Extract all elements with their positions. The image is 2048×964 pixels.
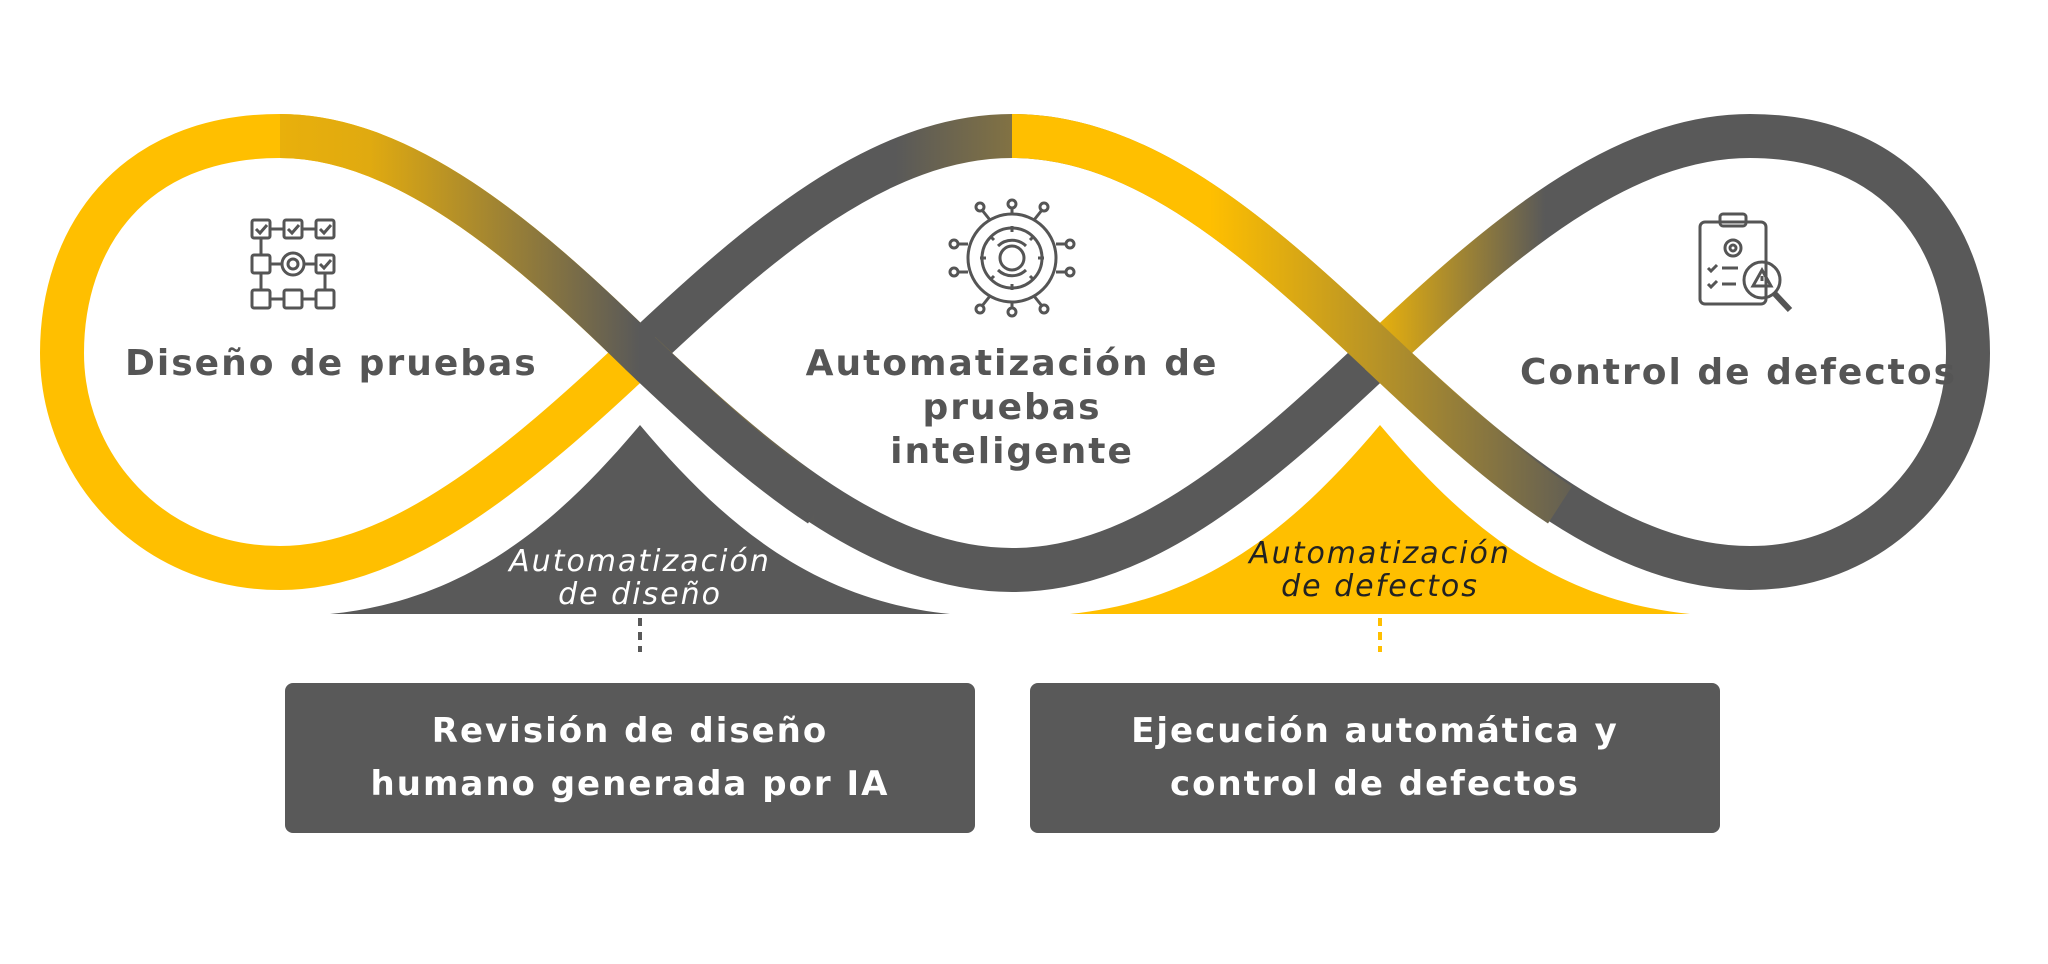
stage-title-test-design: Diseño de pruebas [125, 343, 538, 384]
auto-execution-text: Ejecución automática y control de defect… [1131, 711, 1619, 804]
clipboard-warning-icon [1698, 212, 1793, 313]
ai-design-review-text: Revisión de diseño humano generada por I… [370, 711, 890, 804]
ai-design-review-box: Revisión de diseño humano generada por I… [285, 683, 975, 833]
design-automation-triangle [330, 425, 950, 614]
test-design-flow-icon [250, 218, 336, 310]
defect-automation-triangle [1070, 425, 1690, 614]
band-left-crossing [279, 114, 833, 524]
stage-title-defect-control: Control de defectos [1520, 352, 1958, 393]
auto-execution-box: Ejecución automática y control de defect… [1030, 683, 1720, 833]
band-right-crossing [1011, 114, 1573, 524]
band-right-loop [1364, 113, 1991, 591]
defect-automation-label: Automatización de defectos [1249, 536, 1511, 604]
stage-title-intelligent-automation: Automatización de pruebas inteligente [805, 343, 1219, 472]
gear-automation-icon [948, 198, 1076, 318]
design-automation-label: Automatización de diseño [509, 544, 771, 612]
